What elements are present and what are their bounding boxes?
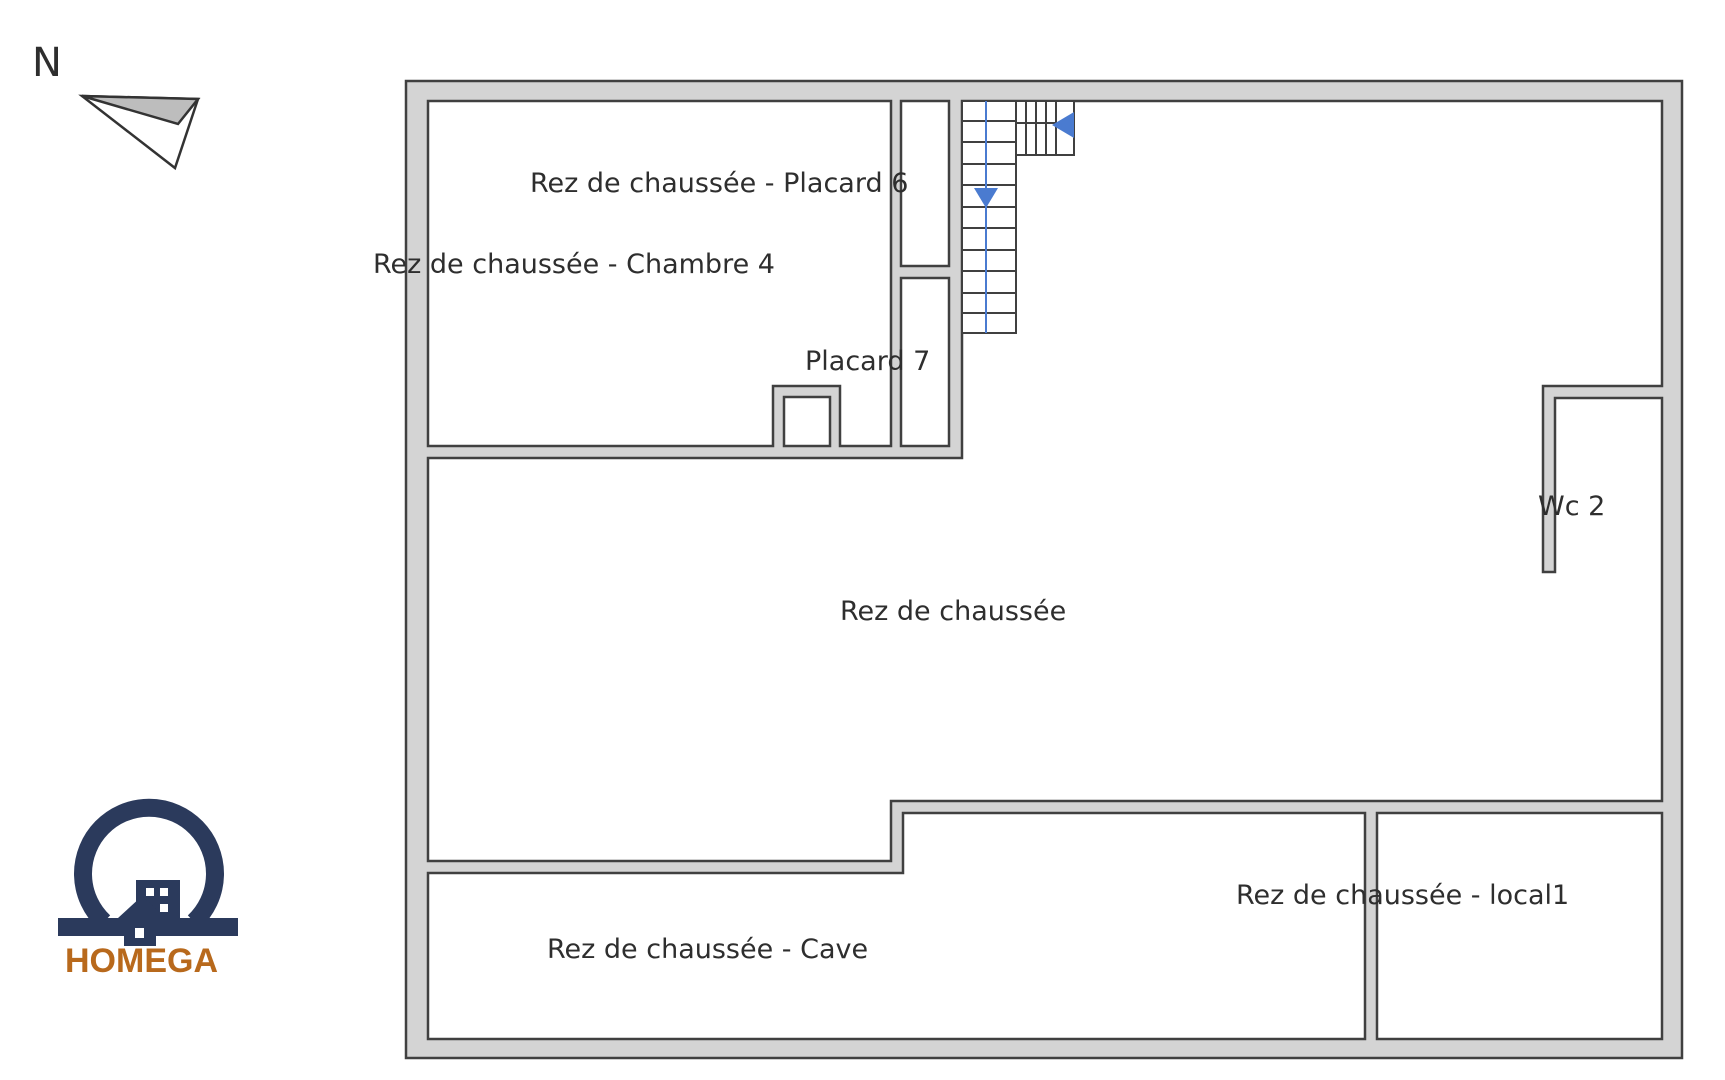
label-placard-7: Placard 7 <box>805 346 930 377</box>
north-arrow-icon <box>78 94 201 171</box>
north-letter: N <box>32 40 62 86</box>
staircase <box>961 100 1075 334</box>
stair-arrow-icon-2 <box>1052 112 1074 138</box>
north-indicator: N <box>32 40 201 171</box>
label-cave: Rez de chaussée - Cave <box>547 934 868 965</box>
logo-text: HOMEGA <box>65 942 218 980</box>
homega-logo: HOMEGA <box>58 798 238 980</box>
room-placard-7 <box>899 276 951 448</box>
room-placard-6 <box>899 99 951 268</box>
rooms-layer <box>426 99 1664 1041</box>
room-chambre-4 <box>426 99 893 448</box>
room-cave <box>426 811 1367 1041</box>
duct <box>782 395 832 448</box>
label-chambre-4: Rez de chaussée - Chambre 4 <box>373 249 775 280</box>
room-local1 <box>1375 811 1664 1041</box>
label-placard-6: Rez de chaussée - Placard 6 <box>530 168 908 199</box>
homega-logo-icon <box>58 798 238 946</box>
room-rez-de-chaussee <box>426 99 1664 863</box>
stair-arrow-icon <box>974 188 998 208</box>
label-local1: Rez de chaussée - local1 <box>1236 880 1569 911</box>
label-wc-2: Wc 2 <box>1538 491 1605 522</box>
label-rez-de-chaussee: Rez de chaussée <box>840 596 1066 627</box>
